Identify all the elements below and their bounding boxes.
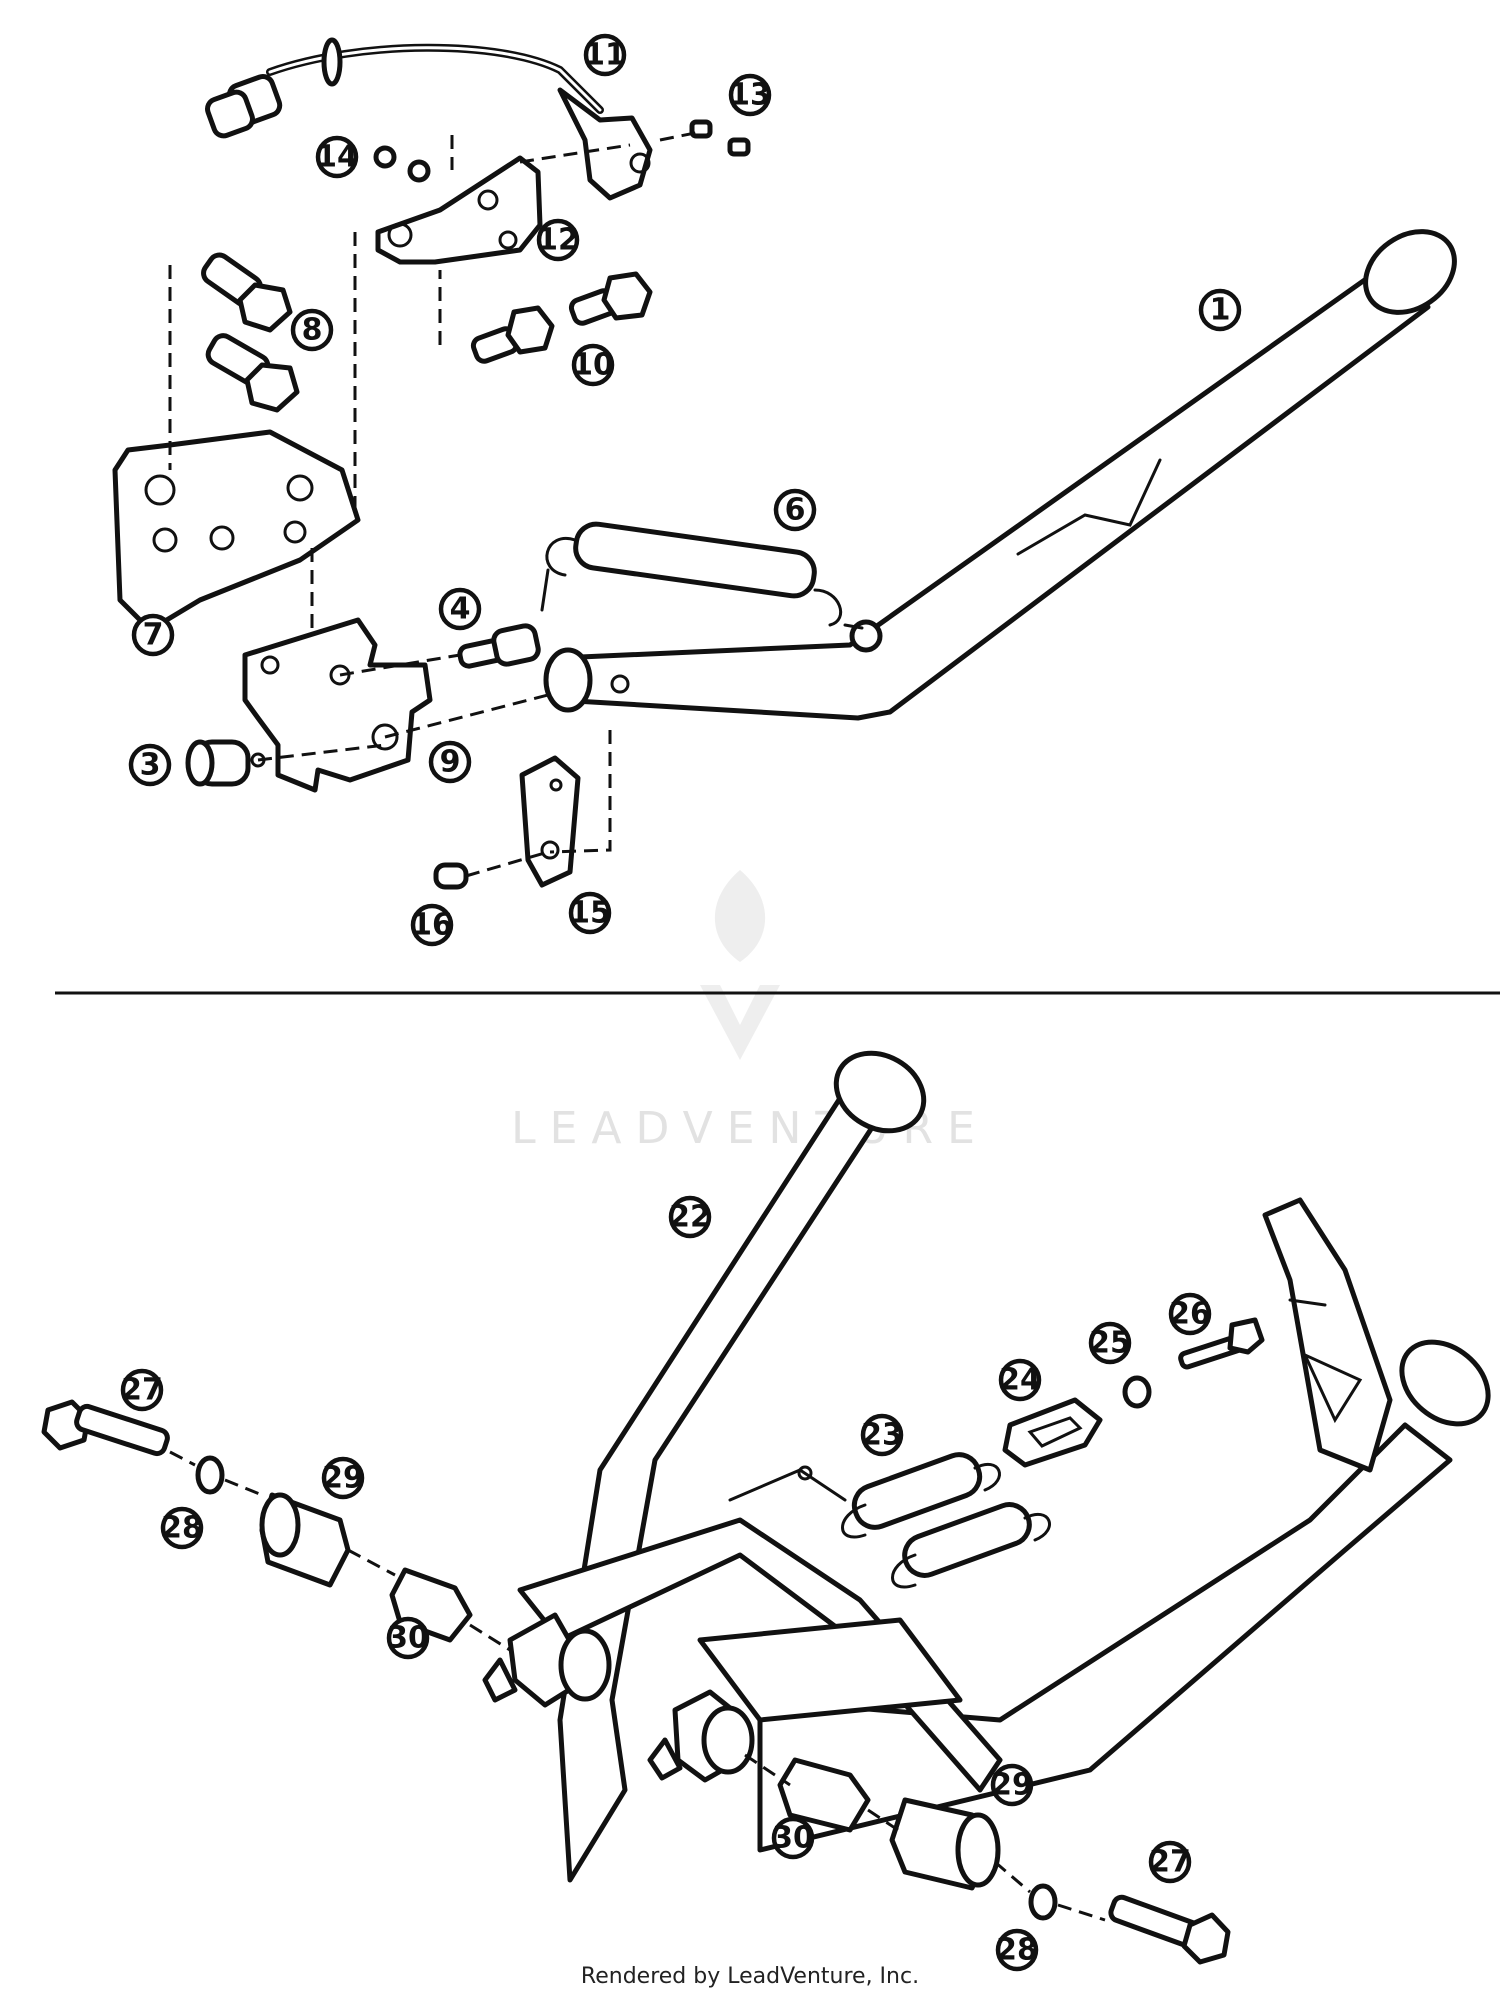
svg-text:29: 29	[991, 1768, 1033, 1803]
main-stand-foot-left	[833, 1050, 927, 1134]
svg-text:16: 16	[411, 908, 453, 943]
pivot-bolt	[457, 623, 541, 669]
main-stand-springs	[841, 1452, 1051, 1589]
callout-part: 22	[668, 1195, 712, 1239]
washer	[1122, 1375, 1152, 1409]
side-stand-leg	[555, 259, 1431, 721]
svg-text:23: 23	[861, 1418, 903, 1453]
callout-part: 7	[131, 613, 175, 657]
main-stand-right-leg	[757, 1422, 1453, 1853]
spring-bolt	[1178, 1317, 1265, 1370]
callout-part: 3	[128, 743, 172, 787]
svg-text:30: 30	[772, 1821, 814, 1856]
pivot-hole	[610, 674, 630, 694]
switch-bracket	[375, 155, 543, 265]
svg-text:22: 22	[669, 1200, 711, 1235]
bolts	[201, 252, 653, 413]
mounting-bracket	[112, 429, 361, 633]
svg-text:12: 12	[537, 223, 579, 258]
svg-text:24: 24	[999, 1363, 1041, 1398]
svg-text:4: 4	[450, 592, 471, 627]
assembly-line	[384, 693, 549, 739]
callout-part: 10	[571, 343, 615, 387]
callout-part: 27	[120, 1368, 164, 1412]
side-stand-foot	[1363, 229, 1457, 315]
svg-text:27: 27	[121, 1373, 163, 1408]
callout-part: 26	[1168, 1292, 1212, 1336]
spring-hook-post	[849, 619, 883, 653]
svg-text:25: 25	[1089, 1326, 1131, 1361]
left-pivot-hardware	[41, 1399, 511, 1652]
small-bolt	[433, 862, 469, 890]
assembly-line	[519, 143, 631, 164]
svg-text:1: 1	[1210, 293, 1231, 328]
svg-text:26: 26	[1169, 1297, 1211, 1332]
footer-credit: Rendered by LeadVenture, Inc.	[580, 1964, 920, 1989]
callout-part: 30	[771, 1816, 815, 1860]
stand-tab	[1016, 458, 1162, 556]
svg-text:10: 10	[572, 348, 614, 383]
lever-plate	[519, 755, 581, 888]
svg-text:28: 28	[996, 1933, 1038, 1968]
callout-part: 16	[410, 903, 454, 947]
side-stand-spring	[540, 521, 864, 630]
collar	[185, 739, 266, 787]
side-stand-assembly	[112, 37, 1457, 890]
screws-and-nuts	[373, 119, 751, 183]
callout-part: 30	[386, 1616, 430, 1660]
watermark-v-icon	[700, 985, 780, 1060]
svg-text:14: 14	[316, 140, 358, 175]
main-stand-assembly	[41, 1050, 1491, 1965]
callouts-side-stand: 1 3 4 6 7 8 9 10 11 12 13 14 15 16	[128, 33, 1242, 947]
callout-part: 1	[1198, 288, 1242, 332]
callout-part: 8	[290, 308, 334, 352]
svg-text:28: 28	[161, 1511, 203, 1546]
pivot-sleeve-left	[482, 1612, 612, 1708]
callout-part: 28	[995, 1928, 1039, 1972]
callout-part: 6	[773, 488, 817, 532]
main-stand-cross-tube	[517, 1517, 1003, 1793]
assembly-line	[549, 730, 612, 854]
callout-part: 25	[1088, 1321, 1132, 1365]
callouts-main-stand: 22 23 24 25 26 27 28 29 30 30 29 28 27	[120, 1195, 1212, 1972]
callout-part: 12	[536, 218, 580, 262]
side-stand-switch	[205, 37, 653, 201]
assembly-line	[659, 130, 701, 142]
svg-text:29: 29	[322, 1461, 364, 1496]
callout-part: 29	[990, 1763, 1034, 1807]
assembly-line	[339, 653, 461, 677]
callout-part: 29	[321, 1456, 365, 1500]
spring-plate	[1002, 1397, 1103, 1468]
stand-plate	[242, 617, 433, 793]
main-stand-foot-right	[1399, 1339, 1491, 1427]
callout-part: 4	[438, 587, 482, 631]
svg-text:3: 3	[140, 748, 161, 783]
side-stand-pivot-end	[543, 647, 593, 713]
callout-part: 14	[315, 135, 359, 179]
svg-text:11: 11	[584, 38, 626, 73]
svg-text:7: 7	[143, 618, 164, 653]
svg-text:15: 15	[569, 896, 611, 931]
callout-part: 11	[583, 33, 627, 77]
callout-part: 27	[1148, 1840, 1192, 1884]
svg-text:8: 8	[302, 313, 323, 348]
callout-part: 15	[568, 891, 612, 935]
right-pivot-hardware	[744, 1753, 1231, 1965]
pivot-sleeve-right	[647, 1689, 755, 1783]
callout-part: 23	[860, 1413, 904, 1457]
svg-text:30: 30	[387, 1621, 429, 1656]
callout-part: 13	[728, 73, 772, 117]
svg-text:27: 27	[1149, 1845, 1191, 1880]
callout-part: 9	[428, 740, 472, 784]
svg-text:9: 9	[440, 745, 461, 780]
main-stand-lever	[1262, 1197, 1393, 1473]
callout-part: 24	[998, 1358, 1042, 1402]
svg-text:6: 6	[785, 493, 806, 528]
watermark-flame-icon	[714, 870, 766, 962]
assembly-line	[465, 850, 549, 878]
svg-text:13: 13	[729, 78, 771, 113]
callout-part: 28	[160, 1506, 204, 1550]
main-stand-cross-tube-lower	[697, 1617, 963, 1723]
